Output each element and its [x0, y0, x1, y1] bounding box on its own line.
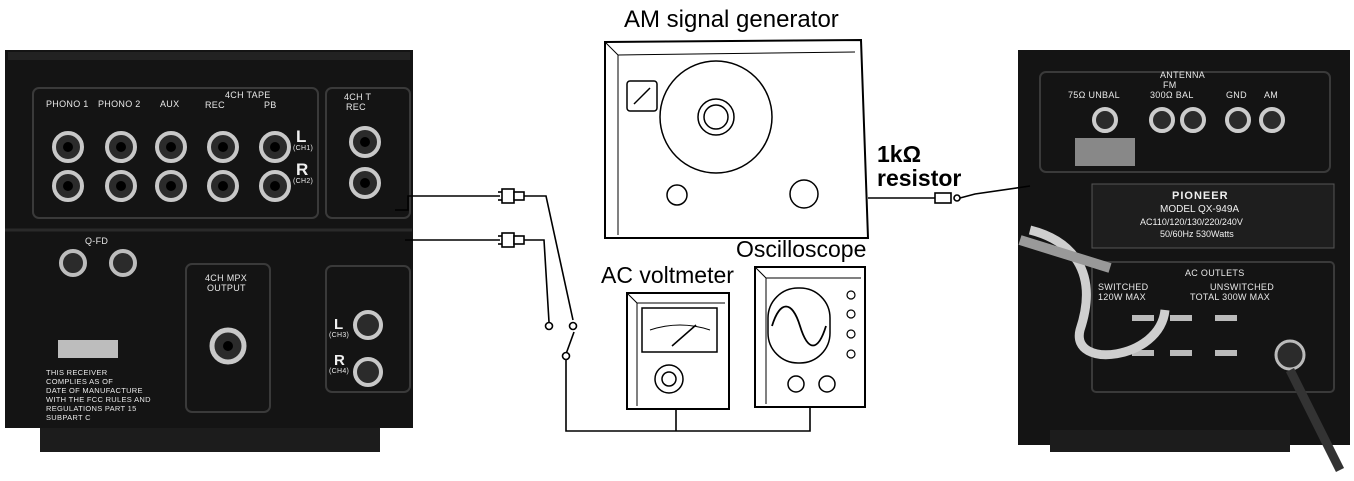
oscilloscope-label: Oscilloscope	[736, 236, 866, 263]
ac-voltmeter	[627, 293, 729, 409]
jack	[157, 172, 185, 200]
scope-input-jack	[788, 376, 804, 392]
input-label-pb: PB	[264, 100, 277, 110]
generator-knob	[667, 185, 687, 205]
channel-label-ch1: (CH1)	[293, 145, 313, 152]
receiver-top-strip	[8, 52, 410, 60]
bal-label: 300Ω BAL	[1150, 90, 1194, 100]
resistor-word-label: resistor	[877, 165, 961, 192]
ac-voltmeter-label: AC voltmeter	[601, 262, 734, 289]
scope-knob	[847, 330, 855, 338]
antenna-label: ANTENNA	[1160, 70, 1205, 80]
fcc-notice-line: DATE OF MANUFACTURE	[46, 386, 151, 395]
input-label-phono1: PHONO 1	[46, 99, 89, 109]
scope-input-jack	[819, 376, 835, 392]
jack	[351, 128, 379, 156]
jack	[107, 133, 135, 161]
jack	[351, 169, 379, 197]
jack	[261, 172, 289, 200]
brand-label: PIONEER	[1172, 190, 1229, 202]
fcc-notice-line: THIS RECEIVER	[46, 368, 151, 377]
section-label-rec: REC	[346, 102, 366, 112]
switched-label: SWITCHED	[1098, 282, 1148, 292]
fm-label: FM	[1163, 80, 1177, 90]
input-label-phono2: PHONO 2	[98, 99, 141, 109]
lower-ch3-label: (CH3)	[329, 332, 349, 339]
qfd-label: Q-FD	[85, 236, 108, 246]
oscilloscope	[755, 267, 865, 407]
fcc-notice: THIS RECEIVER COMPLIES AS OF DATE OF MAN…	[46, 368, 151, 422]
power-socket	[1276, 341, 1304, 369]
fcc-notice-line: COMPLIES AS OF	[46, 377, 151, 386]
mpx-output-sub-label: OUTPUT	[207, 283, 246, 293]
scope-knob	[847, 310, 855, 318]
ac-outlets-label: AC OUTLETS	[1185, 268, 1245, 278]
input-label-4ch-tape: 4CH TAPE	[225, 90, 271, 100]
section-label-4ch: 4CH T	[344, 92, 371, 102]
lower-l-label: L	[334, 316, 343, 333]
ratings-line-1: AC110/120/130/220/240V	[1140, 217, 1243, 227]
jack	[261, 133, 289, 161]
jack	[107, 172, 135, 200]
switch-lever	[566, 332, 574, 354]
channel-label-ch2: (CH2)	[293, 178, 313, 185]
scope-knob	[847, 291, 855, 299]
unswitched-label: UNSWITCHED	[1210, 282, 1274, 292]
tuner-terminal-strip	[1050, 430, 1290, 452]
antenna-adapter	[1075, 138, 1135, 166]
am-terminal-label: AM	[1264, 90, 1278, 100]
jack	[54, 133, 82, 161]
rca-plug-1	[498, 189, 524, 203]
am-generator-label: AM signal generator	[624, 6, 839, 34]
lower-r-label: R	[334, 352, 345, 369]
unswitched-max-label: TOTAL 300W MAX	[1190, 292, 1270, 302]
resistor-value-label: 1kΩ	[877, 141, 921, 168]
jack	[54, 172, 82, 200]
receiver-terminal-strip	[40, 428, 380, 452]
plug2-to-switch	[524, 240, 549, 322]
jack	[209, 172, 237, 200]
input-label-aux: AUX	[160, 99, 179, 109]
fcc-logo	[58, 340, 118, 358]
mpx-output-jack	[212, 330, 244, 362]
tuner-rear-panel	[1018, 50, 1350, 470]
generator-output-knob	[790, 180, 818, 208]
switch-contact-a	[546, 323, 553, 330]
am-signal-generator	[605, 40, 868, 238]
gnd-label: GND	[1226, 90, 1247, 100]
switch-contact-b	[570, 323, 577, 330]
rca-plug-2	[498, 233, 524, 247]
model-label: MODEL QX-949A	[1160, 204, 1239, 215]
voltmeter-dial	[642, 308, 717, 352]
channel-label-l: L	[296, 127, 306, 147]
switch-pivot	[563, 353, 570, 360]
unbal-label: 75Ω UNBAL	[1068, 90, 1120, 100]
lower-ch4-label: (CH4)	[329, 368, 349, 375]
switched-max-label: 120W MAX	[1098, 292, 1146, 302]
channel-label-r: R	[296, 160, 308, 180]
jack	[209, 133, 237, 161]
fcc-notice-line: REGULATIONS PART 15	[46, 404, 151, 413]
jack	[157, 133, 185, 161]
ratings-line-2: 50/60Hz 530Watts	[1160, 229, 1234, 239]
input-label-rec: REC	[205, 100, 225, 110]
resistor-1k	[935, 193, 960, 203]
scope-knob	[847, 350, 855, 358]
mpx-output-label: 4CH MPX	[205, 273, 247, 283]
fcc-notice-line: SUBPART C	[46, 413, 151, 422]
fcc-notice-line: WITH THE FCC RULES AND	[46, 395, 151, 404]
